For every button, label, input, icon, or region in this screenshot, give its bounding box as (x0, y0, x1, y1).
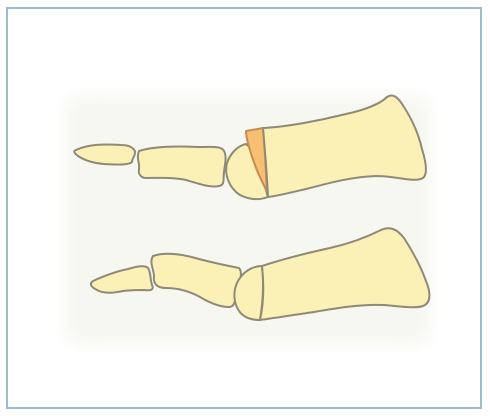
toe-bones-illustration (0, 0, 490, 416)
